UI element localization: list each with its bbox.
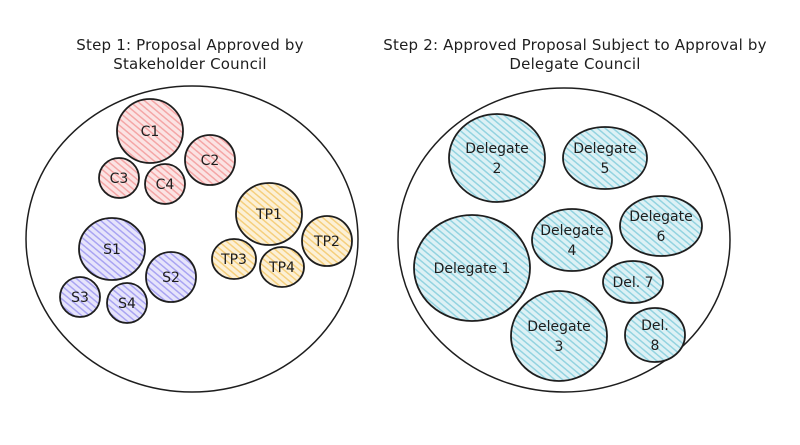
node-circle [78,217,146,281]
node-circle [211,238,257,280]
node-label: Del. [641,318,669,334]
step2-nodes: Delegate 1Delegate2Delegate3Delegate4Del… [413,113,703,382]
step2-title: Step 2: Approved Proposal Subject to App… [383,36,767,73]
node-s4: S4 [106,282,148,324]
node-circle [145,251,197,303]
node-label: TP4 [268,260,295,276]
node-c1: C1 [116,98,184,164]
node-label: C4 [156,177,175,193]
node-circle [59,276,101,318]
node-label: C1 [141,124,160,140]
node-circle [619,195,703,257]
node-d8: Del. 8 [624,307,686,363]
node-circle [98,157,140,199]
stakeholder-council-boundary [25,85,359,393]
node-label: Delegate [527,319,590,335]
node-label: 8 [651,338,660,354]
node-tp1: TP1 [235,182,303,246]
node-d7: Del. 7 [602,260,664,304]
node-d1: Delegate 1 [413,214,531,322]
node-circle [259,246,305,288]
node-label: Delegate 1 [434,261,511,277]
node-c3: C3 [98,157,140,199]
node-label: Delegate [629,209,692,225]
node-label: TP3 [220,252,247,268]
node-tp2: TP2 [301,215,353,267]
node-label: 5 [601,161,610,177]
step1-title: Step 1: Proposal Approved by Stakeholder… [76,36,304,73]
node-circle [301,215,353,267]
node-d2: Delegate 2 [448,113,546,203]
node-s2: S2 [145,251,197,303]
node-circle [531,208,613,272]
node-circle [448,113,546,203]
node-s1: S1 [78,217,146,281]
node-d4: Delegate 4 [531,208,613,272]
node-label: 4 [568,243,577,259]
node-label: 2 [493,161,502,177]
node-label: TP1 [255,207,282,223]
node-label: C3 [110,171,129,187]
node-circle [624,307,686,363]
node-d6: Delegate 6 [619,195,703,257]
node-circle [184,134,236,186]
node-circle [602,260,664,304]
node-circle [510,290,608,382]
node-circle [235,182,303,246]
node-c2: C2 [184,134,236,186]
node-circle [413,214,531,322]
node-label: 6 [657,229,666,245]
node-label: S3 [71,290,89,306]
node-c4: C4 [144,163,186,205]
node-label: 3 [555,339,564,355]
node-label: TP2 [313,234,340,250]
node-label: S2 [162,270,180,286]
node-d5: Delegate 5 [562,126,648,190]
delegate-council-boundary [397,87,731,393]
node-tp3: TP3 [211,238,257,280]
node-label: Delegate [573,141,636,157]
node-circle [144,163,186,205]
node-tp4: TP4 [259,246,305,288]
node-circle [116,98,184,164]
node-s3: S3 [59,276,101,318]
node-label: C2 [201,153,220,169]
node-d3: Delegate 3 [510,290,608,382]
node-label: Delegate [465,141,528,157]
node-label: Del. 7 [612,275,653,291]
node-label: Delegate [540,223,603,239]
node-circle [562,126,648,190]
node-label: S1 [103,242,121,258]
node-label: S4 [118,296,136,312]
node-circle [106,282,148,324]
